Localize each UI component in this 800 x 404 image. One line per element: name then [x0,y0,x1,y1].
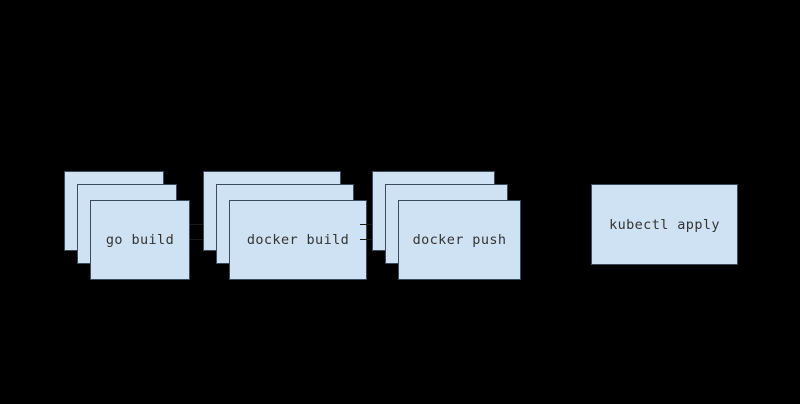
connector-line [360,224,379,225]
stage-docker-build-label: docker build [246,232,350,248]
stage-docker-build-card-front[interactable]: docker build [229,200,367,280]
stage-go-build-label: go build [105,232,175,248]
stage-kubectl-apply[interactable]: kubectl apply [591,184,738,265]
stage-docker-push-card-front[interactable]: docker push [398,200,521,280]
stage-docker-push-label: docker push [412,232,507,248]
stage-kubectl-apply-label: kubectl apply [609,216,720,233]
stage-go-build-card-front[interactable]: go build [90,200,190,280]
connector-line [190,224,209,225]
